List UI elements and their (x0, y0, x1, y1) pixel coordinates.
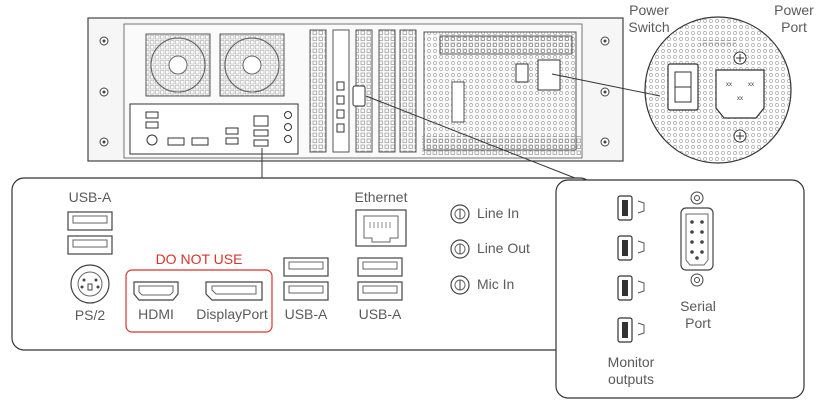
power-zoom: xx xx xx (644, 16, 792, 164)
monitor-outputs-label-line1: Monitor (607, 354, 655, 370)
power-socket-icon: xx xx xx (715, 51, 765, 143)
fan-icon (219, 33, 285, 97)
rack-screw-icon (99, 36, 610, 147)
svg-text:xx: xx (748, 82, 754, 88)
ps2-label: PS/2 (74, 307, 106, 323)
usb-a-port-icon (357, 257, 403, 301)
gpu-bracket-ports (336, 81, 366, 133)
mini-displayport-icon (617, 275, 645, 301)
power-switch-label-line1: Power (629, 2, 669, 18)
serial-port-label-line2: Port (685, 315, 711, 331)
hdmi-label: HDMI (138, 306, 174, 322)
mini-displayport-icon (617, 317, 645, 343)
mic-in-label: Mic In (477, 276, 515, 292)
serial-port-icon (680, 191, 714, 287)
line-out-label: Line Out (477, 240, 530, 256)
usb-a-mid-label: USB-A (284, 306, 328, 322)
svg-text:xx: xx (737, 96, 743, 102)
power-port-label-line1: Power (774, 2, 814, 18)
svg-text:xx: xx (726, 82, 732, 88)
do-not-use-label: DO NOT USE (155, 251, 243, 267)
hdmi-port-icon (133, 281, 179, 301)
power-switch-label-line2: Switch (628, 19, 670, 35)
callout-lines (261, 73, 661, 181)
do-not-use-frame (125, 269, 273, 333)
fan-icon (145, 33, 211, 97)
ps2-port-icon (70, 264, 110, 304)
power-switch-label: Power Switch (618, 2, 680, 36)
usb-a-port-icon (283, 257, 329, 301)
mini-displayport-icon (617, 195, 645, 221)
monitor-outputs-label-line2: outputs (608, 371, 654, 387)
power-switch-icon (667, 63, 699, 111)
line-in-label: Line In (477, 205, 520, 221)
audio-jack-icon (450, 204, 470, 224)
power-port-label-line2: Port (781, 19, 807, 35)
monitor-outputs-label: Monitor outputs (596, 354, 666, 388)
audio-jack-icon (450, 239, 470, 259)
audio-jack-icon (450, 275, 470, 295)
usb-a-top-label: USB-A (68, 189, 112, 205)
ethernet-label: Ethernet (354, 189, 408, 205)
displayport-label: DisplayPort (196, 306, 268, 322)
expansion-slots (309, 29, 417, 153)
serial-port-label: Serial Port (670, 298, 726, 332)
server-chassis (87, 17, 624, 162)
displayport-port-icon (205, 281, 263, 301)
io-shield (129, 103, 299, 155)
mini-displayport-icon (617, 235, 645, 261)
power-supply (423, 31, 577, 151)
usb-a-port-icon (67, 211, 113, 255)
gpu-panel-callout (555, 179, 805, 399)
ethernet-port-icon (355, 209, 407, 247)
serial-port-label-line1: Serial (680, 298, 716, 314)
io-panel-callout (11, 177, 593, 351)
power-port-label: Power Port (766, 2, 822, 36)
usb-a-eth-label: USB-A (358, 306, 402, 322)
